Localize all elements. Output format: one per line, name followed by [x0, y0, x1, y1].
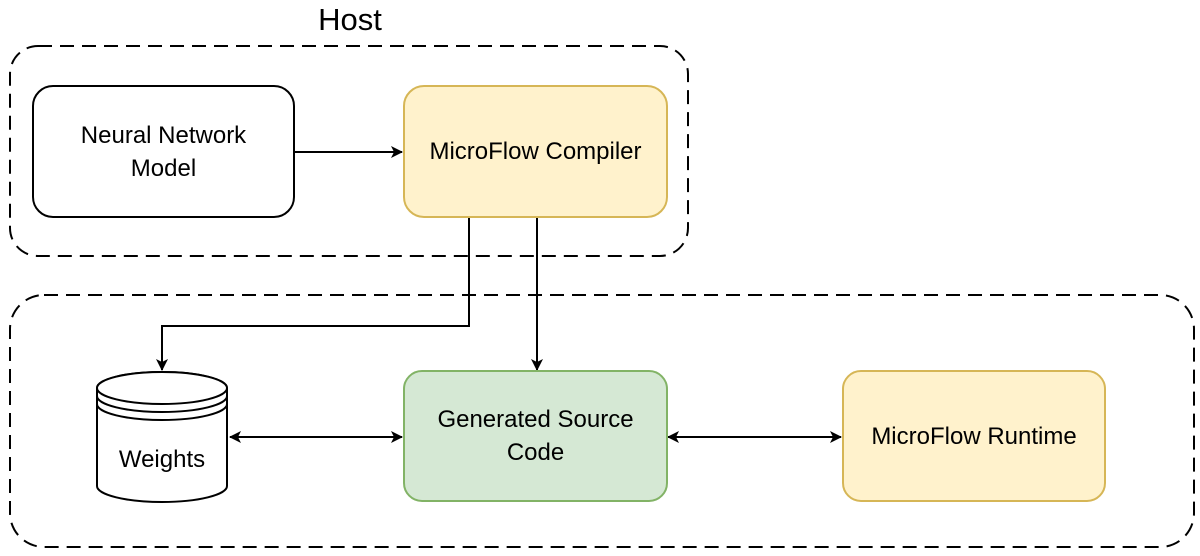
- node-generated-source-code: [403, 370, 668, 502]
- node-neural-network-model: [32, 85, 295, 218]
- device-group-box: [9, 294, 1195, 548]
- microflow-compiler-label: MicroFlow Compiler: [429, 138, 642, 165]
- weights-label: Weights: [118, 445, 206, 473]
- microflow-runtime-label: MicroFlow Runtime: [871, 422, 1077, 450]
- edge-compiler-to-weights: [156, 217, 470, 371]
- host-group-title: Host: [318, 2, 382, 37]
- neural-network-model-label: Neural Network Model: [80, 121, 247, 182]
- database-icon: [96, 371, 228, 503]
- host-group-box: [9, 45, 689, 257]
- node-microflow-runtime: [842, 370, 1106, 502]
- generated-source-code-label: Generated Source Code: [437, 406, 634, 466]
- node-microflow-compiler: [403, 85, 668, 218]
